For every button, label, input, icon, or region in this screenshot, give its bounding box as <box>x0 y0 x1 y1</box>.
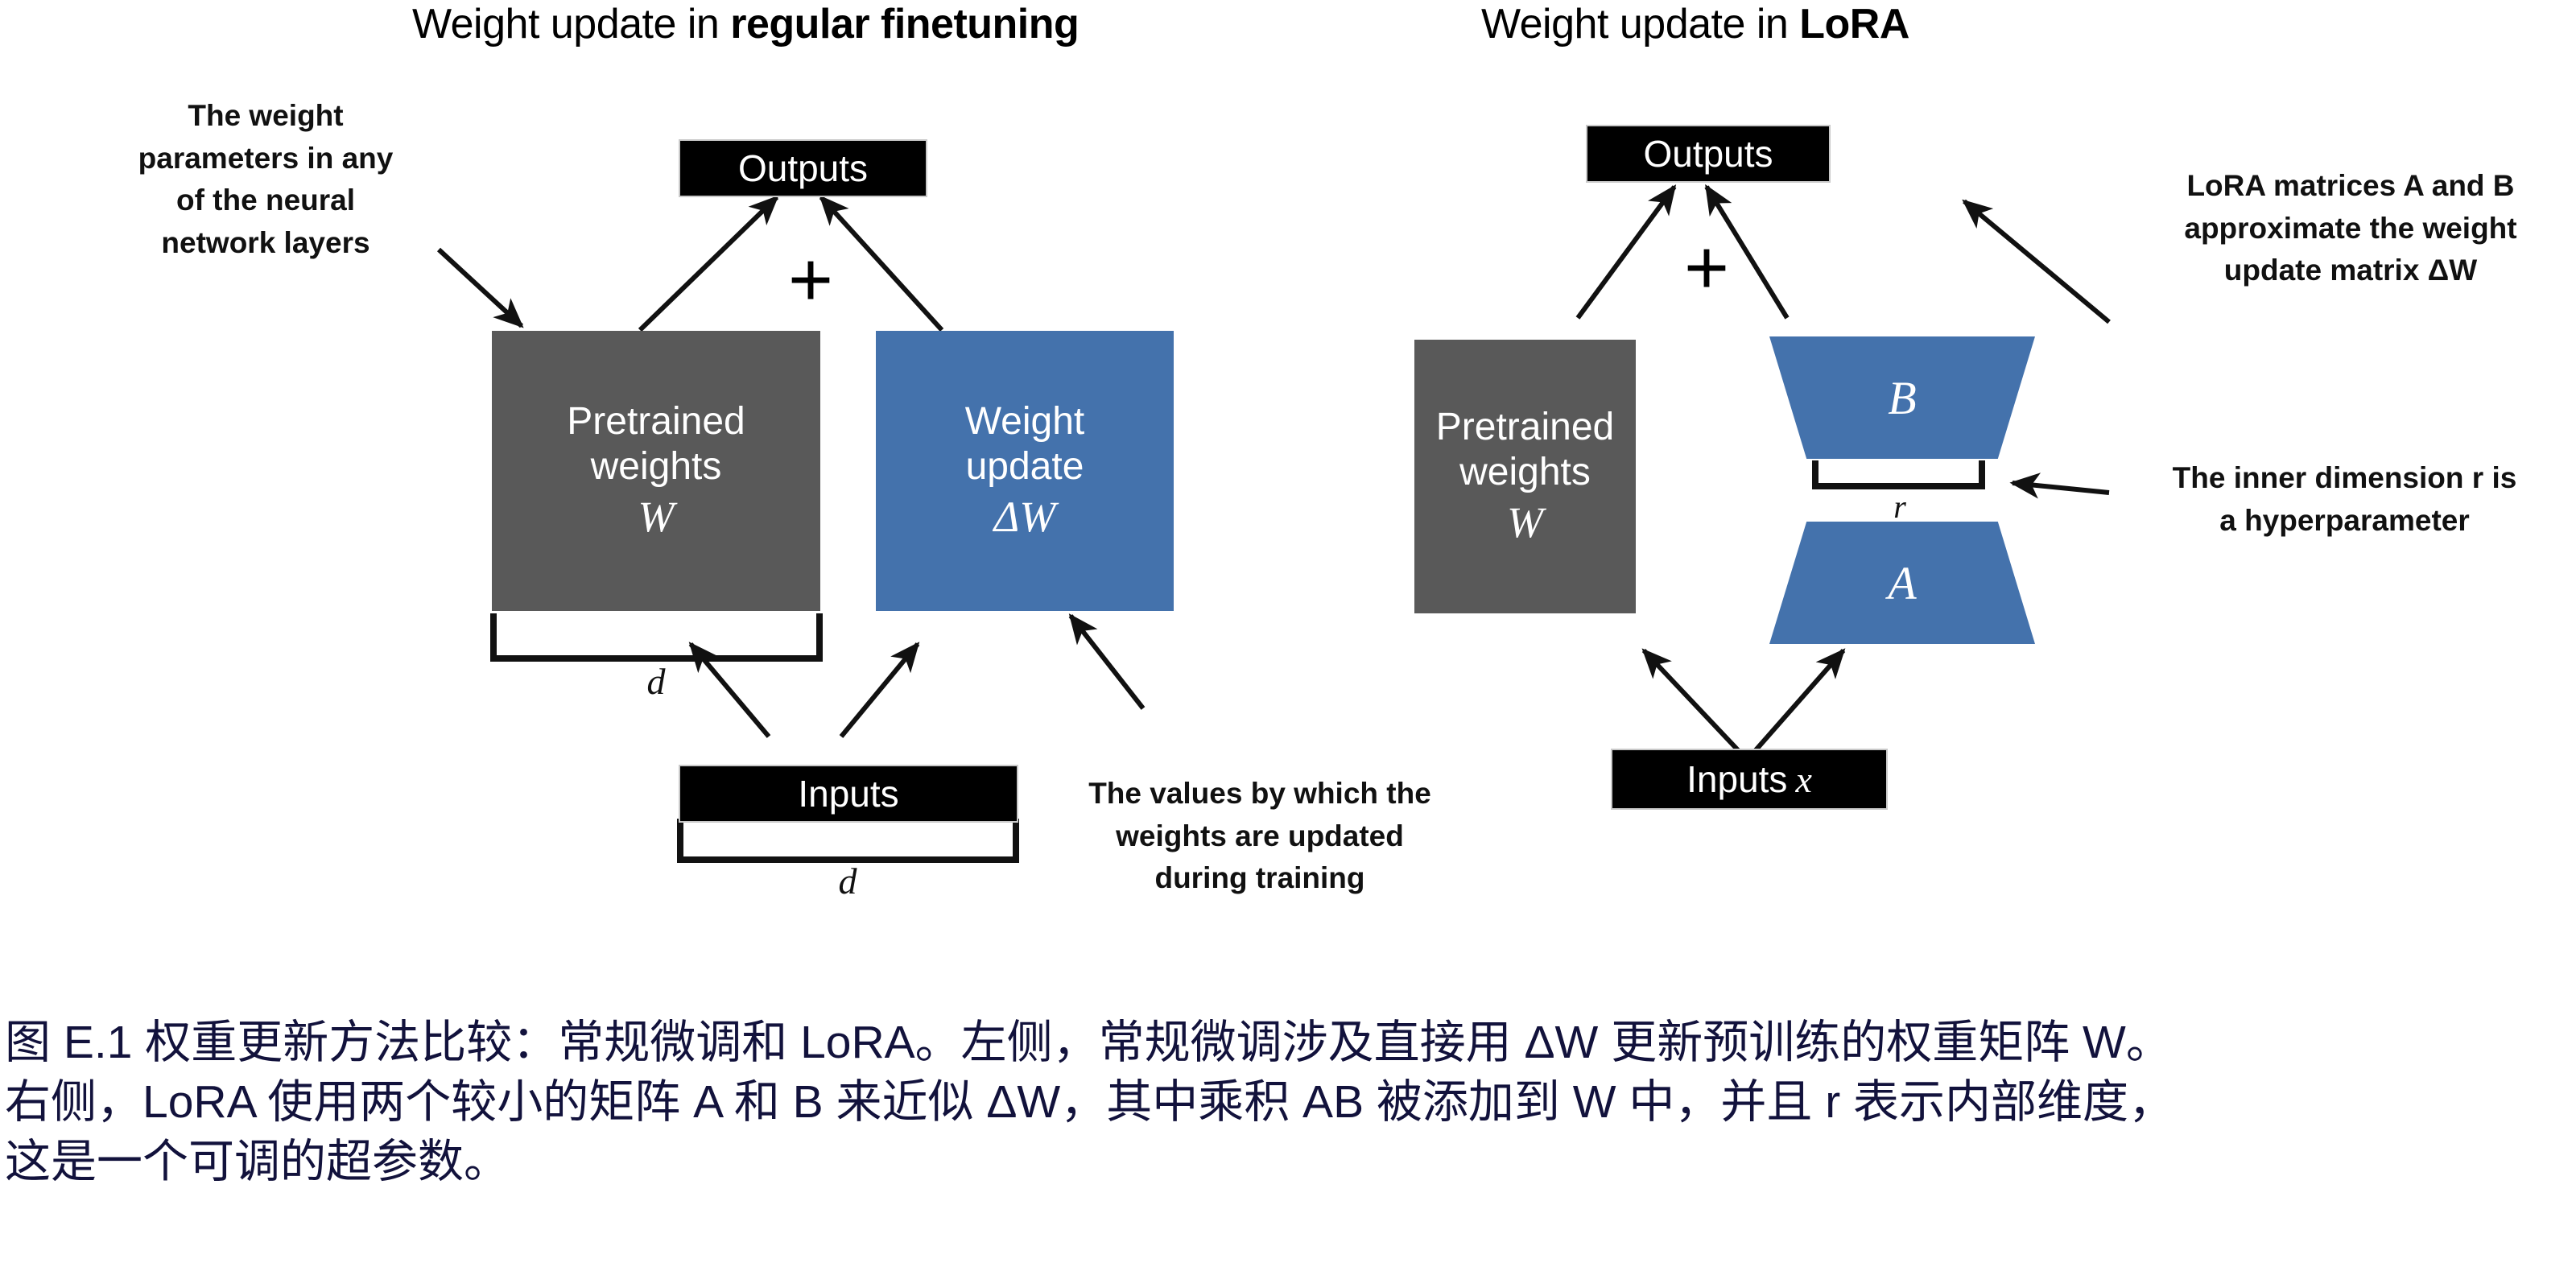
plus-sign-glyph: + <box>787 237 834 323</box>
bracket-d-bottom <box>677 819 1019 863</box>
lora-matrix-a-trapezoid: A <box>1769 522 2035 644</box>
note-weight-parameters-line3: of the neural <box>175 184 356 217</box>
arrow-inputsx-to-lora-a <box>1752 648 1846 753</box>
dim-label-d-bottom-text: d <box>838 860 857 902</box>
panel-title-bold: regular finetuning <box>730 1 1080 47</box>
note-lora-matrices-line1: LoRA matrices A and B <box>2186 169 2515 202</box>
outputs-box-lora: Outputs <box>1587 126 1829 181</box>
figure-caption: 图 E.1 权重更新方法比较：常规微调和 LoRA。左侧，常规微调涉及直接用 Δ… <box>5 1013 2573 1191</box>
outputs-box-label: Outputs <box>737 147 869 189</box>
note-weight-update-values-line1: The values by which the <box>1088 777 1431 810</box>
inputs-box-lora-label: Inputs <box>1686 758 1788 800</box>
note-lora-matrices: LoRA matrices A and B approximate the we… <box>2125 165 2576 292</box>
dim-label-d-top: d <box>596 660 716 703</box>
note-lora-matrices-line3: update matrix ΔW <box>2223 254 2478 287</box>
outputs-box-regular: Outputs <box>680 141 926 196</box>
pretrained-weights-lora-line2: weights <box>1459 450 1591 493</box>
dim-label-d-bottom: d <box>787 860 908 902</box>
weight-update-line1: Weight <box>964 400 1085 444</box>
arrow-note-to-inner-dimension <box>2009 473 2110 499</box>
inputs-box-regular: Inputs <box>680 766 1017 821</box>
outputs-box-lora-label: Outputs <box>1643 133 1773 175</box>
weight-update-line2: update <box>965 444 1084 488</box>
panel-title-prefix-lora: Weight update in <box>1481 1 1800 47</box>
dim-label-r-text: r <box>1893 489 1906 525</box>
bracket-d-top <box>490 613 823 662</box>
note-weight-update-values-line2: weights are updated <box>1116 819 1404 852</box>
note-inner-dimension-line1: The inner dimension r is <box>2172 461 2517 494</box>
arrow-note-to-pretrained-weights <box>436 247 524 328</box>
pretrained-weights-box-regular: Pretrained weights W <box>492 331 820 611</box>
arrow-gray-to-outputs <box>638 195 779 332</box>
note-inner-dimension-line2: a hyperparameter <box>2219 503 2470 537</box>
lora-matrix-b-label: B <box>1888 371 1917 424</box>
pretrained-weights-lora-symbol: W <box>1507 498 1543 547</box>
pretrained-weights-symbol: W <box>638 493 675 542</box>
dim-label-d-top-text: d <box>646 661 666 702</box>
plus-sign-regular: + <box>774 241 847 319</box>
pretrained-weights-lora-line1: Pretrained <box>1435 406 1615 449</box>
arrow-note-to-lora-matrices <box>1962 199 2111 324</box>
pretrained-weights-line1: Pretrained <box>567 400 745 444</box>
arrow-inputsx-to-gray <box>1641 648 1741 753</box>
note-weight-update-values: The values by which the weights are upda… <box>1034 773 1485 900</box>
note-weight-update-values-line3: during training <box>1154 861 1365 895</box>
note-weight-parameters-line2: parameters in any <box>138 141 394 175</box>
weight-update-box-regular: Weight update ΔW <box>876 331 1174 611</box>
figure-caption-line-2: 右侧，LoRA 使用两个较小的矩阵 A 和 B 来近似 ΔW，其中乘积 AB 被… <box>5 1076 2175 1129</box>
note-lora-matrices-line2: approximate the weight <box>2184 211 2517 245</box>
pretrained-weights-line2: weights <box>590 444 722 488</box>
figure-caption-line-3: 这是一个可调的超参数。 <box>5 1136 510 1188</box>
panel-title-lora: Weight update in LoRA <box>1481 0 1909 48</box>
bracket-r <box>1812 460 1985 489</box>
inputs-box-lora: Inputs x <box>1612 750 1886 808</box>
note-weight-parameters-line4: network layers <box>161 225 370 259</box>
pretrained-weights-box-lora: Pretrained weights W <box>1414 340 1636 613</box>
panel-title-regular-finetuning: Weight update in regular finetuning <box>412 0 1080 48</box>
panel-title-bold-lora: LoRA <box>1799 1 1909 47</box>
arrow-note-to-weight-update <box>1068 613 1146 710</box>
weight-update-symbol: ΔW <box>993 493 1056 542</box>
panel-title-prefix: Weight update in <box>412 1 731 47</box>
dim-label-r: r <box>1852 488 1948 526</box>
figure-caption-line-1: 图 E.1 权重更新方法比较：常规微调和 LoRA。左侧，常规微调涉及直接用 Δ… <box>5 1017 2172 1068</box>
arrow-gray-to-outputs-lora <box>1575 184 1677 320</box>
lora-matrix-b-trapezoid: B <box>1769 336 2035 459</box>
note-weight-parameters-line1: The weight <box>188 99 344 132</box>
inputs-box-label: Inputs <box>798 773 899 815</box>
plus-sign-lora-glyph: + <box>1683 225 1730 311</box>
lora-matrix-a-label: A <box>1888 556 1917 609</box>
note-inner-dimension: The inner dimension r is a hyperparamete… <box>2125 457 2564 542</box>
note-weight-parameters: The weight parameters in any of the neur… <box>89 95 443 264</box>
plus-sign-lora: + <box>1670 229 1743 307</box>
inputs-box-lora-symbol: x <box>1795 758 1812 800</box>
arrow-inputs-to-blue <box>839 642 920 738</box>
